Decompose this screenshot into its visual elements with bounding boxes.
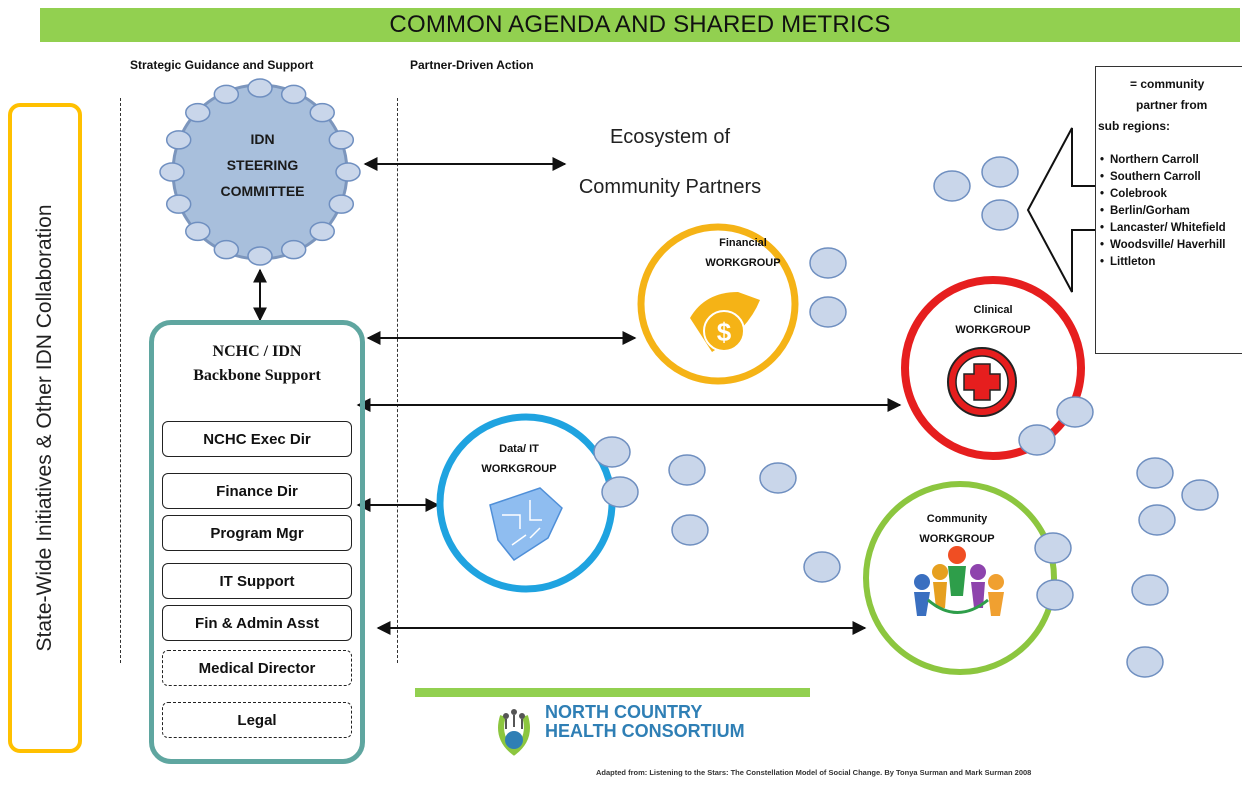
backbone-support-box xyxy=(149,320,365,764)
community-partner-icon xyxy=(759,462,797,494)
red-cross-icon xyxy=(947,347,1017,417)
community-partner-icon xyxy=(933,170,971,202)
attribution-credit: Adapted from: Listening to the Stars: Th… xyxy=(596,768,1032,777)
legend-region-list: Northern Carroll Southern Carroll Colebr… xyxy=(1098,152,1242,271)
community-partner-icon xyxy=(185,102,211,123)
role-medical-director: Medical Director xyxy=(162,650,352,686)
legend-region-item: Southern Carroll xyxy=(1098,169,1242,186)
role-program-mgr: Program Mgr xyxy=(162,515,352,551)
role-it-support: IT Support xyxy=(162,563,352,599)
legend-pointer-arrow xyxy=(1026,127,1099,293)
side-panel: State-Wide Initiatives & Other IDN Colla… xyxy=(8,103,82,753)
community-partner-icon xyxy=(213,84,240,105)
role-legal: Legal xyxy=(162,702,352,738)
community-partner-icon xyxy=(1131,574,1169,606)
community-partner-icon xyxy=(185,221,211,242)
community-partner-icon xyxy=(247,78,273,98)
community-partner-icon xyxy=(601,476,639,508)
legend-region-item: Colebrook xyxy=(1098,186,1242,203)
role-exec-dir: NCHC Exec Dir xyxy=(162,421,352,457)
community-partner-icon xyxy=(1018,424,1056,456)
community-partner-icon xyxy=(593,436,631,468)
role-finance-dir: Finance Dir xyxy=(162,473,352,509)
community-partner-icon xyxy=(1056,396,1094,428)
legend-region-item: Woodsville/ Haverhill xyxy=(1098,237,1242,254)
people-circle-icon xyxy=(914,546,1004,616)
community-partner-icon xyxy=(247,246,273,266)
community-partner-icon xyxy=(1126,646,1164,678)
dollar-icon: $ xyxy=(690,292,760,352)
organization-logo-text: NORTH COUNTRY HEALTH CONSORTIUM xyxy=(545,702,745,741)
column-header-strategic: Strategic Guidance and Support xyxy=(130,58,314,72)
legend-region-item: Lancaster/ Whitefield xyxy=(1098,220,1242,237)
community-partner-icon xyxy=(803,551,841,583)
role-fin-admin-asst: Fin & Admin Asst xyxy=(162,605,352,641)
legend-title: = community partner from sub regions: xyxy=(1098,77,1208,133)
legend-region-item: Berlin/Gorham xyxy=(1098,203,1242,220)
community-workgroup-node xyxy=(863,481,1057,675)
community-partner-icon xyxy=(328,194,355,214)
community-partner-icon xyxy=(981,199,1019,231)
column-header-partner: Partner-Driven Action xyxy=(410,58,534,72)
logo-emblem-icon xyxy=(498,709,530,756)
legend-region-item: Northern Carroll xyxy=(1098,152,1242,169)
ecosystem-heading: Ecosystem of Community Partners xyxy=(578,126,762,198)
community-partner-icon xyxy=(1136,457,1174,489)
steering-committee-label: IDN STEERING COMMITTEE xyxy=(220,131,305,199)
steering-partner-ring xyxy=(159,78,361,266)
community-partner-icon xyxy=(1181,479,1219,511)
circuit-map-icon xyxy=(489,487,563,561)
community-partner-icon xyxy=(165,194,192,214)
community-partner-icon xyxy=(809,247,847,279)
community-partner-icon xyxy=(1036,579,1074,611)
community-partner-icon xyxy=(213,239,240,260)
community-partner-icon xyxy=(1138,504,1176,536)
community-partner-icon xyxy=(309,221,335,242)
logo-bar xyxy=(415,688,810,697)
community-partner-icon xyxy=(671,514,709,546)
community-partners xyxy=(593,156,1219,678)
financial-workgroup-node: $ xyxy=(637,223,799,385)
backbone-title: NCHC / IDN Backbone Support xyxy=(193,343,321,384)
svg-text:$: $ xyxy=(717,317,732,347)
community-partner-icon xyxy=(335,162,361,182)
community-partner-icon xyxy=(280,84,307,105)
community-partner-icon xyxy=(280,239,307,260)
steering-committee-node xyxy=(159,78,361,266)
community-partner-icon xyxy=(309,102,335,123)
divider-line-right xyxy=(397,98,398,663)
clinical-workgroup-node xyxy=(901,276,1085,460)
community-partner-icon xyxy=(809,296,847,328)
community-partner-icon xyxy=(1034,532,1072,564)
community-partner-icon xyxy=(981,156,1019,188)
community-partner-icon xyxy=(668,454,706,486)
legend-region-item: Littleton xyxy=(1098,254,1242,271)
divider-line-left xyxy=(120,98,121,663)
community-partner-icon xyxy=(159,162,185,182)
community-partner-icon xyxy=(328,130,355,150)
community-partner-icon xyxy=(165,130,192,150)
banner-title: COMMON AGENDA AND SHARED METRICS xyxy=(40,8,1240,42)
